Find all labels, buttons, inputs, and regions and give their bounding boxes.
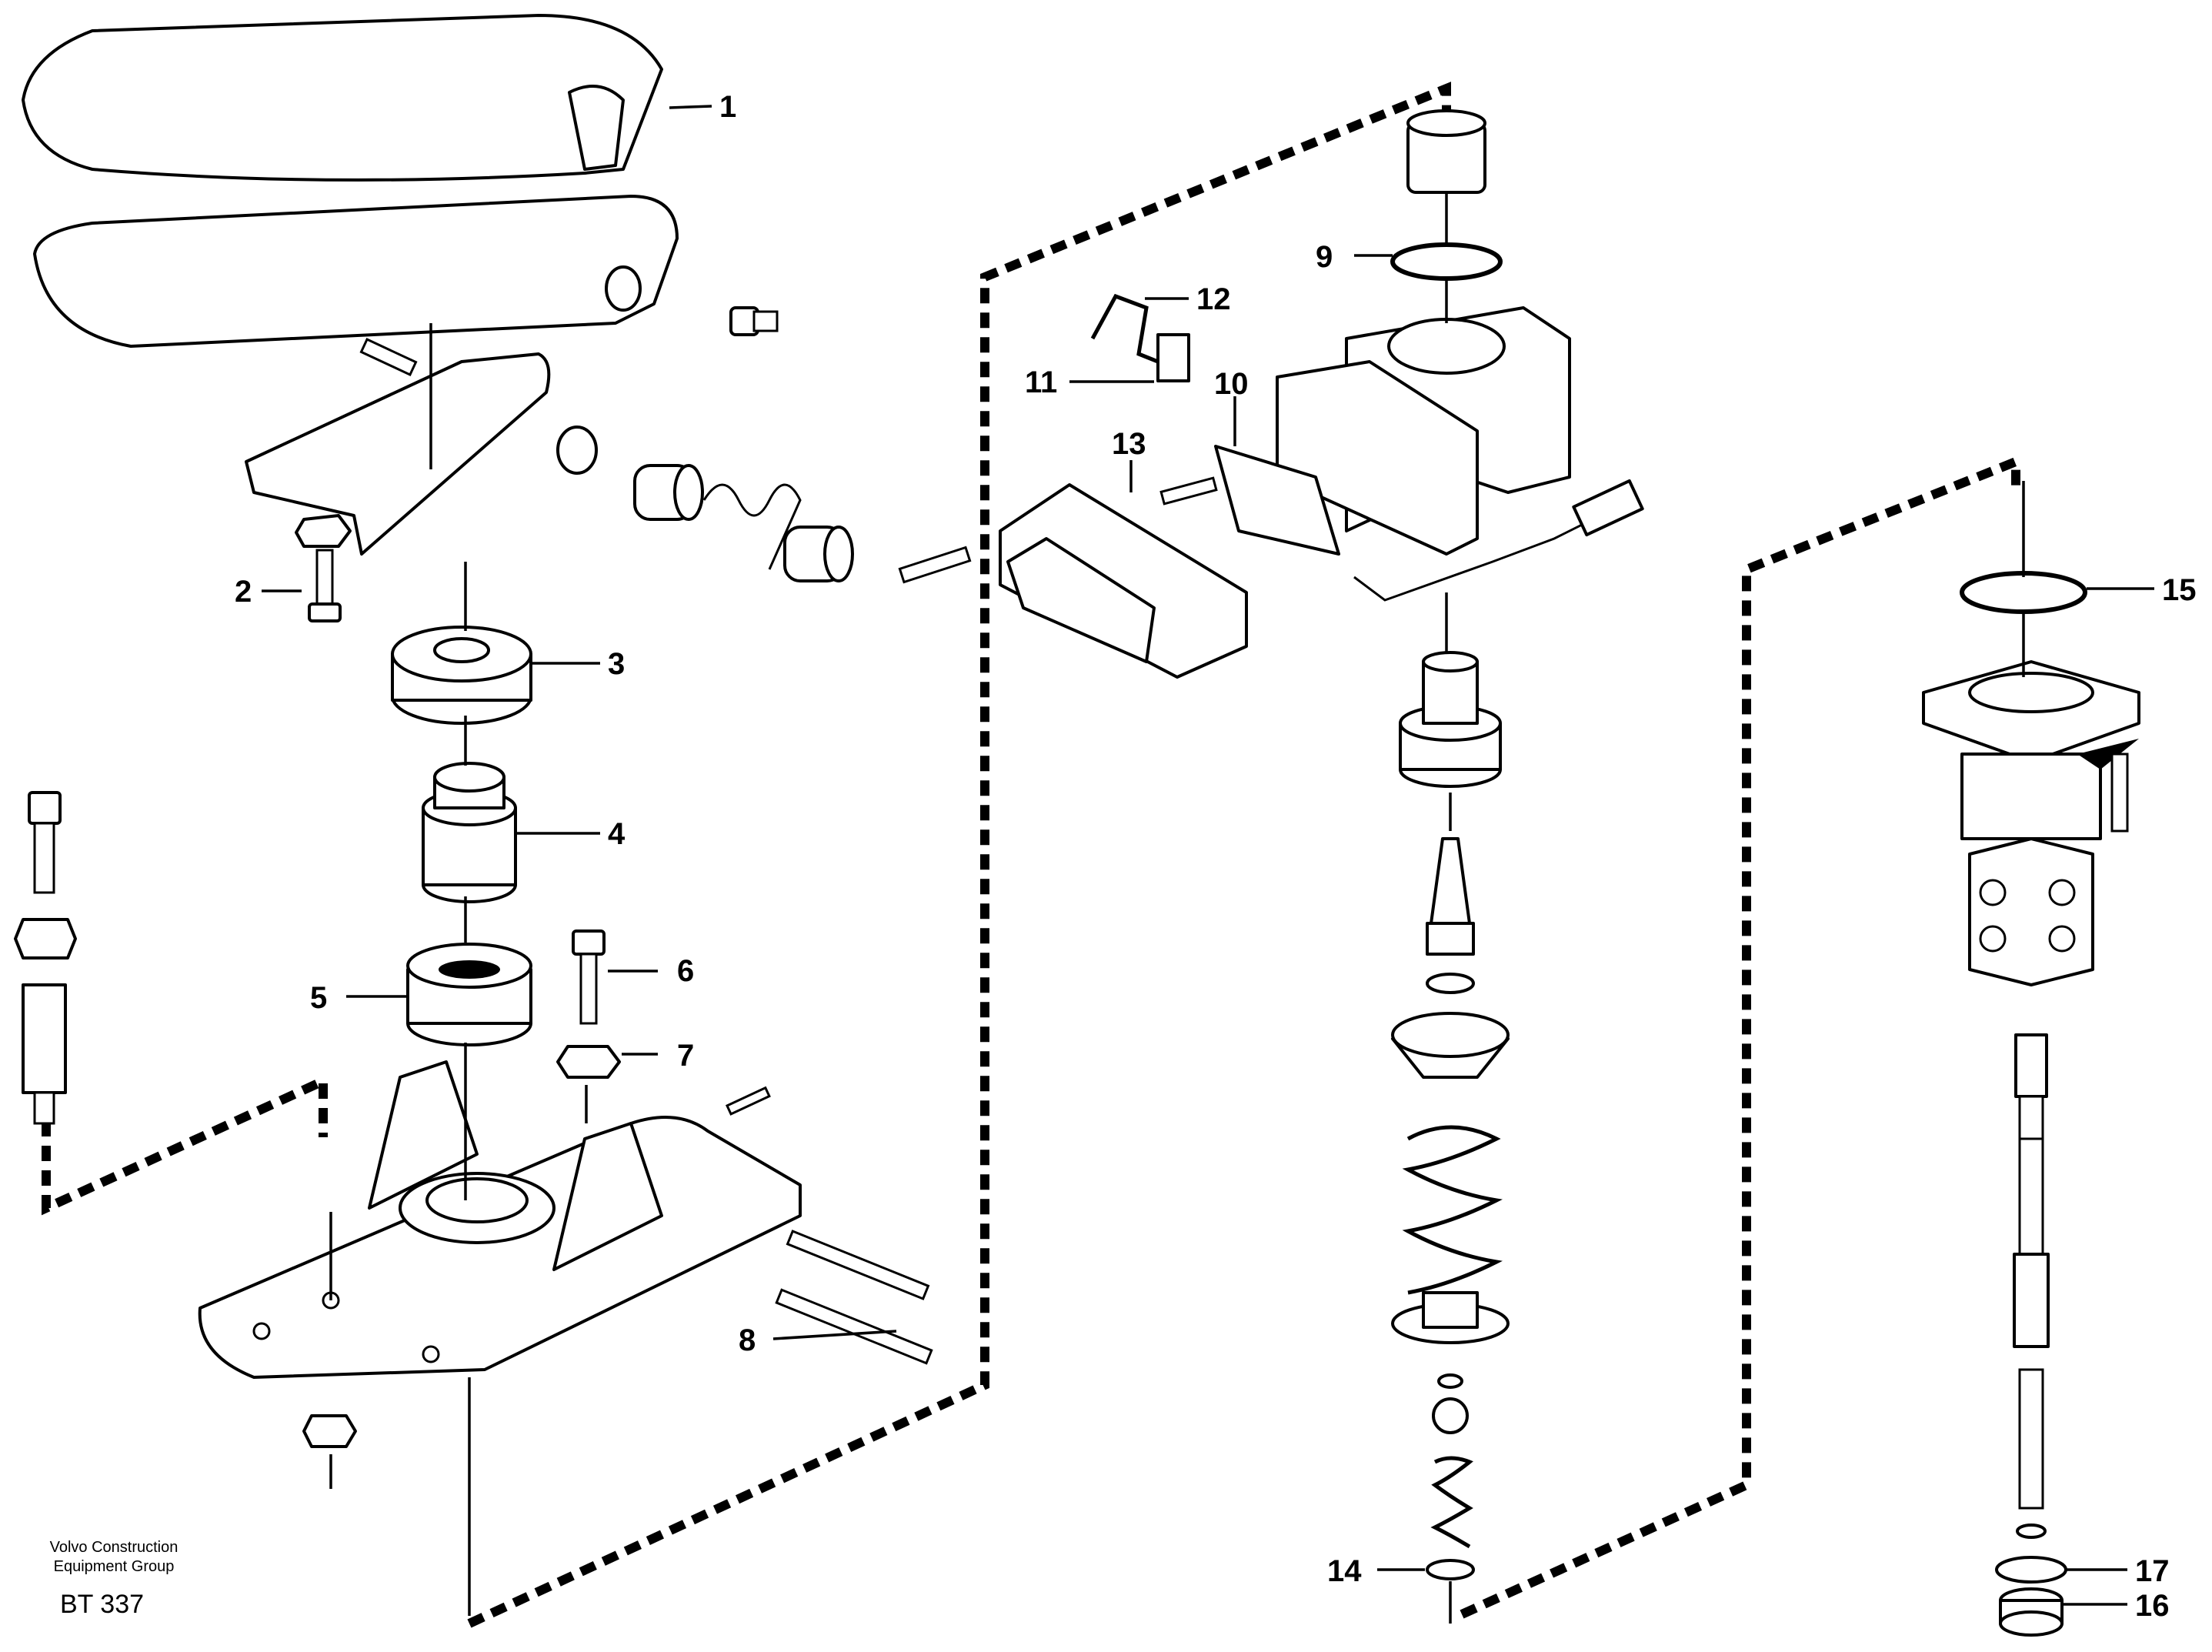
screw-cover bbox=[898, 546, 972, 584]
valve-body-right bbox=[1922, 660, 2140, 986]
assembly-boundary-left bbox=[42, 1073, 328, 1216]
screw-board bbox=[1159, 476, 1218, 506]
drawing-code: BT 337 bbox=[60, 1590, 145, 1619]
guide-cup bbox=[1399, 651, 1502, 788]
connector-cable bbox=[1353, 479, 1644, 602]
block-11 bbox=[1156, 333, 1190, 382]
plug-16 bbox=[1999, 1587, 2064, 1637]
callout-12: 12 bbox=[1196, 282, 1231, 316]
spring-seat-lower bbox=[1391, 1291, 1510, 1344]
callout-8: 8 bbox=[739, 1323, 756, 1357]
washer-17 bbox=[1995, 1556, 2067, 1584]
pivot-screw bbox=[729, 306, 779, 336]
bushing-right bbox=[783, 526, 854, 582]
bolt-right bbox=[2110, 753, 2129, 833]
oring-right-small bbox=[2016, 1524, 2047, 1539]
callout-15: 15 bbox=[2162, 573, 2197, 607]
callout-13: 13 bbox=[1112, 427, 1146, 461]
washer-small bbox=[1437, 1373, 1463, 1389]
sleeve-top bbox=[1406, 109, 1486, 194]
callout-10: 10 bbox=[1214, 367, 1249, 401]
callout-2: 2 bbox=[235, 575, 252, 609]
pedal-plate bbox=[33, 195, 679, 348]
company-name-line2: Equipment Group bbox=[53, 1558, 175, 1575]
pin-small bbox=[726, 1086, 771, 1116]
callout-6: 6 bbox=[677, 954, 694, 988]
bolt-2 bbox=[308, 549, 342, 622]
callout-14: 14 bbox=[1327, 1554, 1362, 1588]
main-spring bbox=[1402, 1125, 1503, 1295]
bushing-cap bbox=[633, 464, 704, 521]
cover-13 bbox=[1006, 537, 1156, 663]
callout-3: 3 bbox=[608, 647, 625, 681]
bottom-nut bbox=[302, 1414, 357, 1448]
pedal-cover bbox=[22, 14, 663, 182]
callout-16: 16 bbox=[2135, 1589, 2170, 1623]
nut-2 bbox=[295, 514, 352, 548]
assembly-boundary-main bbox=[467, 82, 1451, 1628]
stem-right bbox=[2013, 1033, 2050, 1510]
plunger-tip bbox=[1426, 837, 1475, 956]
cap-screw-stack bbox=[14, 791, 77, 1125]
oring-15 bbox=[1960, 571, 2087, 614]
washer-14 bbox=[1426, 1559, 1475, 1580]
torsion-spring bbox=[702, 483, 802, 570]
switch-board-10 bbox=[1214, 445, 1340, 556]
bolt-6 bbox=[572, 929, 606, 1025]
callout-11: 11 bbox=[1025, 365, 1057, 399]
ball bbox=[1432, 1397, 1469, 1434]
callout-4: 4 bbox=[608, 817, 626, 851]
clip-12 bbox=[1090, 293, 1178, 372]
callout-9: 9 bbox=[1316, 240, 1333, 274]
boot-3 bbox=[391, 626, 532, 725]
callout-7: 7 bbox=[677, 1039, 694, 1073]
oring-small bbox=[1426, 973, 1475, 994]
pedal-bracket bbox=[245, 352, 598, 556]
base-plate bbox=[198, 1060, 802, 1379]
nut-7 bbox=[556, 1045, 621, 1079]
return-spring bbox=[1430, 1456, 1473, 1549]
pin-8-upper bbox=[786, 1230, 930, 1300]
oring-9 bbox=[1390, 242, 1503, 281]
callout-1: 1 bbox=[719, 90, 736, 124]
seat-5 bbox=[406, 943, 532, 1046]
gasket-13 bbox=[999, 483, 1248, 679]
spring-seat-upper bbox=[1391, 1012, 1510, 1079]
plunger-4 bbox=[422, 762, 517, 903]
callout-5: 5 bbox=[310, 981, 327, 1015]
assembly-boundary-right bbox=[1460, 455, 2020, 1619]
company-name-line1: Volvo Construction bbox=[49, 1539, 178, 1556]
pin-top bbox=[359, 338, 418, 376]
callout-17: 17 bbox=[2135, 1554, 2170, 1588]
pin-8-lower bbox=[775, 1288, 933, 1365]
